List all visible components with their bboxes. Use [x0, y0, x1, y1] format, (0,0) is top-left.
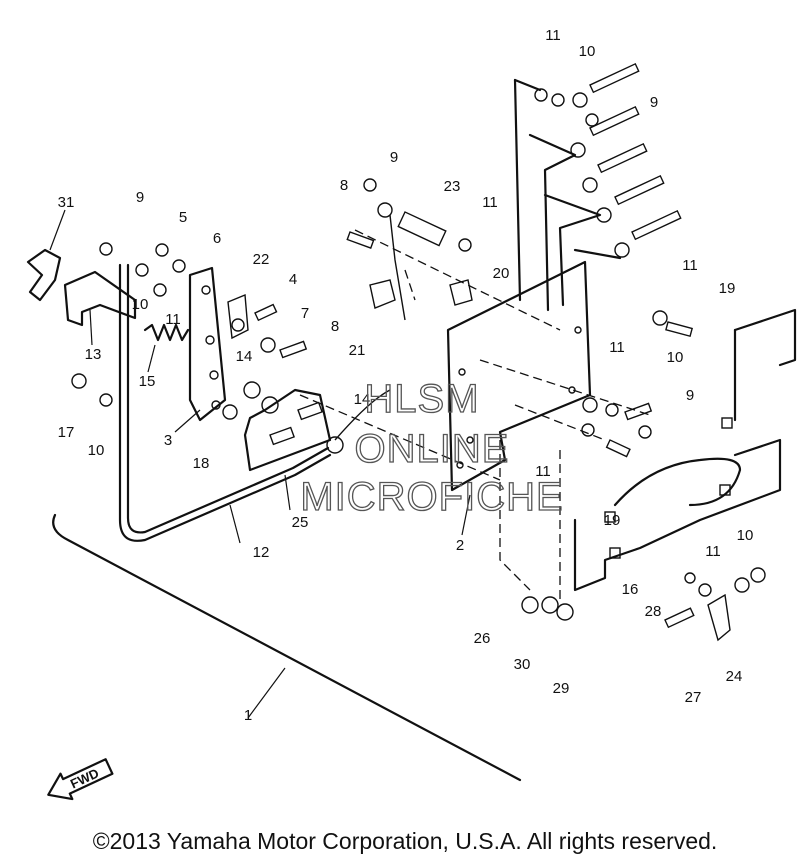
callout-2: 2	[456, 537, 464, 554]
callout-10-left: 10	[132, 296, 149, 313]
hardware-small-parts	[71, 178, 766, 642]
watermark: HLSM ONLINE MICROFICHE	[300, 376, 564, 519]
callout-11-left: 11	[165, 311, 181, 328]
callout-22: 22	[253, 251, 270, 268]
watermark-line-1: HLSM	[364, 377, 479, 421]
callout-6: 6	[213, 230, 221, 247]
callout-25: 25	[292, 514, 309, 531]
terminal-leads	[513, 62, 682, 312]
callout-9-top: 9	[390, 149, 398, 166]
mounting-plate	[446, 260, 592, 536]
callout-29: 29	[553, 680, 570, 697]
shift-rod	[118, 263, 332, 544]
callout-8-left: 8	[331, 318, 339, 335]
callout-11-right: 11	[682, 257, 698, 274]
callout-15: 15	[139, 373, 156, 390]
callout-9-left: 9	[136, 189, 144, 206]
callout-19-right: 19	[719, 280, 736, 297]
lever-plate	[174, 266, 227, 433]
callout-11-center: 11	[482, 194, 498, 211]
copyright-notice: ©2013 Yamaha Motor Corporation, U.S.A. A…	[92, 828, 718, 854]
cable-end-lug	[570, 62, 682, 258]
callout-31: 31	[58, 194, 75, 211]
callout-10-top: 10	[579, 43, 596, 60]
switch-bracket	[243, 388, 332, 511]
callout-30: 30	[514, 656, 531, 673]
callout-20: 20	[493, 265, 510, 282]
callout-4: 4	[289, 271, 297, 288]
callout-11-lower-right: 11	[705, 543, 721, 560]
assembly-lines	[299, 229, 651, 600]
callout-11-lower: 11	[535, 463, 551, 480]
callout-10-lower-right: 10	[737, 527, 754, 544]
callout-17: 17	[58, 424, 75, 441]
forward-arrow: FWD	[47, 758, 114, 801]
callout-8-top: 8	[340, 177, 348, 194]
callout-27: 27	[685, 689, 702, 706]
spring	[143, 323, 190, 373]
callout-18: 18	[193, 455, 210, 472]
callout-11-mid-right: 11	[609, 339, 625, 356]
callout-7: 7	[301, 305, 309, 322]
callout-13: 13	[85, 346, 102, 363]
side-bracket	[573, 308, 797, 592]
callout-3: 3	[164, 432, 172, 449]
exploded-parts-diagram: 1 2 3 4 5 6 7 8 8 9 9 9 9 10 10 10 10 10…	[26, 27, 797, 801]
callout-10-lower-left: 10	[88, 442, 105, 459]
callout-14-left: 14	[236, 348, 253, 365]
callout-5: 5	[179, 209, 187, 226]
callout-1: 1	[244, 707, 252, 724]
watermark-line-3: MICROFICHE	[300, 475, 563, 519]
callout-28: 28	[645, 603, 662, 620]
callout-12: 12	[253, 544, 270, 561]
callout-14-center: 14	[354, 391, 371, 408]
base-plate	[52, 513, 522, 782]
watermark-line-2: ONLINE	[355, 427, 510, 471]
callout-26: 26	[474, 630, 491, 647]
callout-24: 24	[726, 668, 743, 685]
callout-9-upper-right: 9	[650, 94, 658, 111]
callout-16: 16	[622, 581, 639, 598]
callout-10-right: 10	[667, 349, 684, 366]
callout-11-top: 11	[545, 27, 561, 44]
callout-21: 21	[349, 342, 366, 359]
callout-labels: 1 2 3 4 5 6 7 8 8 9 9 9 9 10 10 10 10 10…	[58, 27, 754, 724]
left-bracket	[63, 270, 137, 346]
callout-23: 23	[444, 178, 461, 195]
callout-9-right: 9	[686, 387, 694, 404]
callout-19-lower: 19	[604, 512, 621, 529]
clip-part	[26, 209, 66, 302]
